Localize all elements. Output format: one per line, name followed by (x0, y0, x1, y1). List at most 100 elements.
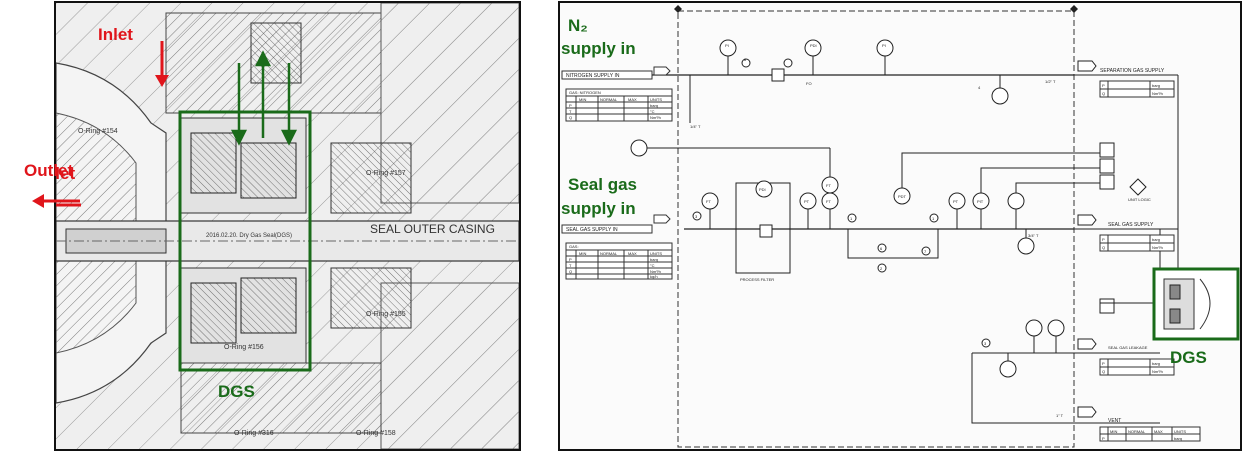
dgs-inset-ring-2 (1169, 308, 1181, 324)
inlet-label: Inlet (98, 25, 133, 44)
tag-pt-1: PT (804, 199, 810, 204)
seal-gas-supply-box (561, 224, 653, 234)
sep-table-p: P (1102, 83, 1105, 88)
vent-table-h-units: UNITS (1174, 429, 1186, 434)
leak-table-q: Q (1102, 369, 1105, 374)
seal-gas-supply-text: SEAL GAS SUPPLY (1108, 222, 1154, 228)
oring-label-6: O-Ring #316 (234, 430, 274, 437)
vent-line (971, 353, 1160, 424)
line-number-8: 8 (744, 57, 747, 62)
pid-drawing: NITROGEN SUPPLY IN SEPARATION GAS SUPPLY… (561, 5, 1240, 448)
upper-bolt-block (250, 22, 302, 84)
line-number-3b: 3 (984, 341, 987, 346)
drawing-caption: 2016.02.20. Dry Gas Seal(DGS) (206, 233, 292, 239)
process-filter-label: PROCESS FILTER (740, 277, 774, 282)
outlet-arrow-head (32, 194, 44, 208)
leakage-instruments (999, 319, 1065, 378)
outlet-annotation-layer: Outlet (24, 160, 84, 220)
leak-table-q-unit: Nm³/h (1152, 369, 1163, 374)
gas-table-row-q-unit: Nm³/h (650, 269, 661, 274)
nitrogen-supply-in-text: NITROGEN SUPPLY IN (566, 73, 620, 79)
vent-table-h-max: MAX (1154, 429, 1163, 434)
line-number-bubbles (692, 211, 991, 348)
pid-panel: NITROGEN SUPPLY IN SEPARATION GAS SUPPLY… (558, 1, 1242, 451)
outer-casing-upper (380, 3, 519, 204)
seal-ring-lower-1 (190, 282, 237, 344)
leak-table-p: P (1102, 361, 1105, 366)
inlet-arrow (155, 41, 169, 87)
pipe-size-1: 1/2" T (1045, 79, 1056, 84)
vent-table-row-p: P (1102, 436, 1105, 441)
signal-line-3 (1015, 182, 1100, 193)
signal-line-1 (901, 152, 1100, 188)
nitrogen-table: GAS: NITROGEN MIN NORMAL MAX UNITS P bar… (565, 88, 673, 122)
sgs-table-p-unit: barg (1152, 237, 1160, 242)
oring-label-5: O-Ring #158 (356, 430, 396, 437)
outlet-label: Outlet (56, 164, 75, 183)
sgs-table-q: Q (1102, 245, 1105, 250)
sep-table-q: Q (1102, 91, 1105, 96)
gas-table-title: GAS: (569, 244, 579, 249)
oring-label-3: O-Ring #155 (366, 311, 406, 318)
nitrogen-table-row-q: Q (569, 115, 572, 120)
dgs-inset-label: DGS (1170, 348, 1207, 367)
sep-table-p-unit: barg (1152, 83, 1160, 88)
pdi-filter-instrument (755, 180, 773, 198)
seal-gas-instruments (630, 139, 1035, 255)
unit-logic-blocks (1099, 142, 1147, 314)
seal-outer-casing-block-lower (330, 267, 412, 329)
nitrogen-table-h-normal: NORMAL (600, 97, 618, 102)
sgs-table-q-unit: Nm³/h (1152, 245, 1163, 250)
nitrogen-table-h-min: MIN (579, 97, 586, 102)
tag-pdi-1: PDI (810, 43, 817, 48)
vent-table-row-p-unit: barg (1174, 436, 1182, 441)
boundary-marker-1 (674, 5, 682, 13)
separation-gas-table: P barg Q Nm³/h (1099, 80, 1175, 98)
dgs-inset-impeller-curve (1199, 278, 1211, 330)
line-number-6: 6 (880, 246, 883, 251)
pipe-size-4: 1" T (1056, 413, 1064, 418)
bypass-line (847, 229, 939, 259)
separation-gas-supply-text: SEPARATION GAS SUPPLY (1100, 68, 1165, 74)
dgs-cross-section-panel: O-Ring #154 O-Ring #157 O-Ring #155 O-Ri… (54, 1, 521, 451)
n2-supply-label-line2: supply in (561, 39, 636, 58)
gas-table-row-kg-unit: kg/h (650, 274, 658, 279)
gas-table-h-max: MAX (628, 251, 637, 256)
nitrogen-supply-box (561, 70, 653, 80)
seal-gas-supply-in-text: SEAL GAS SUPPLY IN (566, 227, 618, 233)
line-number-1b: 1 (932, 216, 935, 221)
oring-label-2: O-Ring #157 (366, 170, 406, 177)
tag-pdt: PDT (898, 194, 907, 199)
gas-table-h-min: MIN (579, 251, 586, 256)
nitrogen-table-row-p: P (569, 103, 572, 108)
process-filter-element (759, 224, 773, 238)
sep-table-q-unit: Nm³/h (1152, 91, 1163, 96)
outlet-arrow (56, 203, 81, 207)
seal-gas-connector (653, 214, 671, 224)
dgs-inset-ring-1 (1169, 284, 1181, 300)
gas-table-row-t: T (569, 263, 572, 268)
dgs-label: DGS (218, 382, 255, 401)
signal-line-2 (980, 167, 1100, 193)
gas-table-row-q: Q (569, 269, 572, 274)
dgs-cross-section-drawing: O-Ring #154 O-Ring #157 O-Ring #155 O-Ri… (56, 3, 519, 449)
leak-table-p-unit: barg (1152, 361, 1160, 366)
nitrogen-table-row-p-unit: barg (650, 103, 658, 108)
seal-gas-supply-table: P barg Q Nm³/h (1099, 234, 1175, 252)
pipe-size-2: 3/4" T (1028, 233, 1039, 238)
seal-gas-leakage-text: SEAL GAS LEAKAGE (1108, 345, 1148, 350)
nitrogen-table-title: GAS: NITROGEN (569, 90, 601, 95)
nitrogen-table-row-q-unit: Nm³/h (650, 115, 661, 120)
unit-logic-label: UNIT LOGIC (1128, 197, 1151, 202)
line-number-2: 2 (880, 266, 883, 271)
seal-ring-upper-1 (190, 132, 237, 194)
tag-fo: FO (806, 81, 812, 86)
tag-ft-1: FT (706, 199, 711, 204)
outlet-label-overlay: Outlet (24, 161, 73, 180)
pipe-size-3: 1/4" T (690, 124, 701, 129)
sgs-table-p: P (1102, 237, 1105, 242)
boundary-marker-2 (1070, 5, 1078, 13)
n2-instruments (719, 39, 1009, 105)
gas-table-row-t-unit: °C (650, 263, 655, 268)
tag-pdi-2: PDI (759, 187, 766, 192)
